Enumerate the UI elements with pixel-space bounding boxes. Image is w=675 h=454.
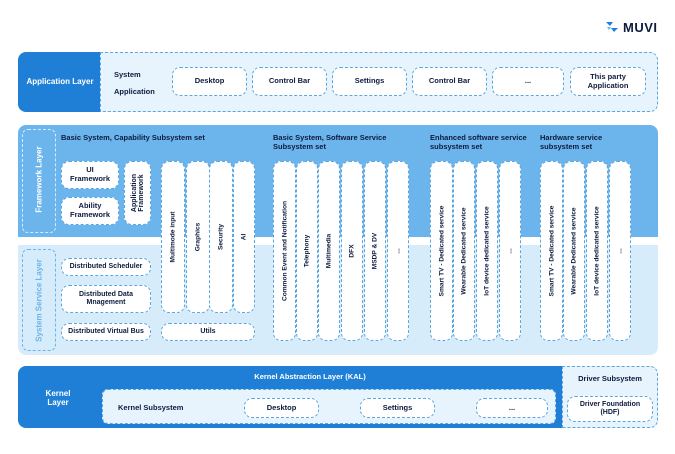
group-title-capability: Basic System, Capability Subsystem set [61, 133, 205, 142]
ui-framework-box: UI Framework [61, 161, 119, 189]
app-box-settings: Settings [332, 67, 407, 96]
muvi-logo: MUVI [604, 16, 666, 38]
kernel-box-ellipsis: ... [476, 398, 548, 418]
app-box-ellipsis: ... [492, 67, 564, 96]
software-item-telephony: Telephony [296, 161, 318, 341]
application-label: Application [114, 87, 155, 96]
distributed-scheduler-box: Distributed Scheduler [61, 258, 151, 276]
capability-item-multimode-input: Multimode input [161, 161, 185, 313]
kernel-layer-label: Kernel Layer [45, 388, 71, 407]
software-item-multimedia: Multimedia [318, 161, 340, 341]
hardware-item-smart-tv: Smart TV - Dedicated service [540, 161, 563, 341]
app-box-desktop: Desktop [172, 67, 247, 96]
enhanced-item-smart-tv: Smart TV - Dedicated service [430, 161, 453, 341]
group-title-enhanced: Enhanced software service subsystem set [430, 133, 527, 151]
application-framework-label: Application Framework [130, 173, 145, 213]
group-title-hardware: Hardware service subsystem set [540, 133, 603, 151]
capability-item-ai: AI [233, 161, 255, 313]
kernel-box-desktop: Desktop [244, 398, 319, 418]
enhanced-item-iot: IoT device dedicated service [476, 161, 498, 341]
app-box-third-party: This party Application [570, 67, 646, 96]
app-box-control-bar-2: Control Bar [412, 67, 487, 96]
framework-layer-label: Framework Layer [34, 146, 44, 213]
framework-left-strip [22, 129, 56, 233]
enhanced-item-wearable: Wearable Dedicated service [453, 161, 475, 341]
hardware-item-ellipsis: ... [609, 161, 631, 341]
system-service-layer-label: System Service Layer [34, 259, 44, 342]
distributed-data-management-box: Distributed Data Mnagement [61, 285, 151, 313]
driver-subsystem-label: Driver Subsystem [578, 373, 642, 383]
capability-item-graphics: Graphics [186, 161, 210, 313]
system-left-strip [22, 249, 56, 351]
distributed-virtual-bus-box: Distributed Virtual Bus [61, 323, 151, 341]
application-layer-label: Application Layer [26, 77, 94, 87]
system-label: System [114, 70, 141, 79]
kernel-box-settings: Settings [360, 398, 435, 418]
enhanced-item-ellipsis: ... [499, 161, 521, 341]
software-item-msdp-dv: MSDP & DV [364, 161, 386, 341]
application-framework-box: Application Framework [124, 161, 151, 225]
hardware-item-wearable: Wearable Dedicated service [563, 161, 585, 341]
utils-box: Utils [161, 323, 255, 341]
driver-foundation-box: Driver Foundation (HDF) [567, 396, 653, 422]
software-item-dfx: DFX [341, 161, 363, 341]
hardware-item-iot: IoT device dedicated service [586, 161, 608, 341]
kernel-subsystem-label: Kernel Subsystem [118, 403, 184, 412]
capability-item-security: Security [209, 161, 233, 313]
app-box-control-bar: Control Bar [252, 67, 327, 96]
software-item-ellipsis: ... [387, 161, 409, 341]
muvi-logo-icon [606, 22, 618, 32]
logo-text: MUVI [623, 19, 658, 35]
ability-framework-box: Ability Framework [61, 197, 119, 225]
group-title-software: Basic System, Software Service Subsystem… [273, 133, 387, 151]
software-item-common-event: Common Event and Notification [273, 161, 296, 341]
application-layer-label-block [18, 52, 104, 112]
kal-label: Kernel Abstraction Layer (KAL) [254, 371, 366, 381]
